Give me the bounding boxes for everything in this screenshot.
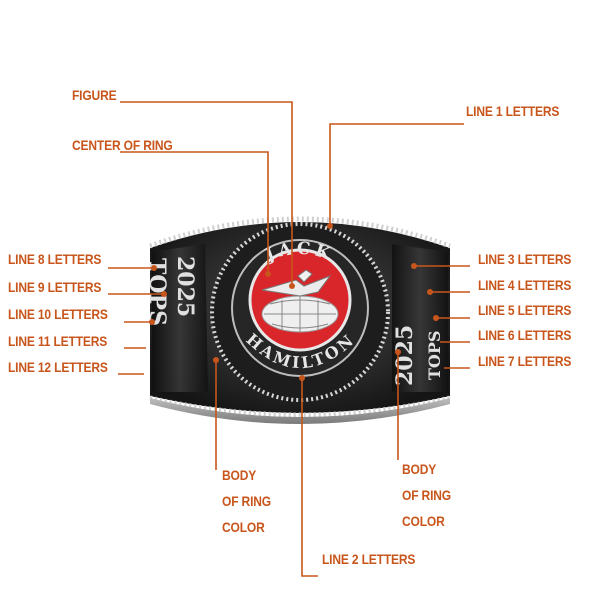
label-body-right-line-3: COLOR <box>402 513 445 529</box>
label-line-11: LINE 11 LETTERS <box>8 333 108 349</box>
label-line-2: LINE 2 LETTERS <box>322 551 416 567</box>
label-line-4: LINE 4 LETTERS <box>478 277 572 293</box>
right-panel <box>392 244 448 392</box>
ring-base <box>150 398 450 424</box>
ring-left-year: 2025 <box>172 256 198 317</box>
label-line-1: LINE 1 LETTERS <box>466 103 560 119</box>
label-body-color-right: BODY OF RING COLOR <box>402 456 451 534</box>
leader-lines <box>108 101 470 577</box>
label-body-right-line-2: OF RING <box>402 487 451 503</box>
label-line-6: LINE 6 LETTERS <box>478 327 572 343</box>
label-body-left-line-2: OF RING <box>222 493 271 509</box>
label-line-12: LINE 12 LETTERS <box>8 359 108 375</box>
label-body-left-line-1: BODY <box>222 467 257 483</box>
label-line-8: LINE 8 LETTERS <box>8 251 102 267</box>
leader-line1 <box>329 123 464 226</box>
ring-right-year: 2025 <box>392 325 418 386</box>
bottom-bead-border <box>149 395 451 418</box>
leader-figure <box>120 101 293 286</box>
label-line-3: LINE 3 LETTERS <box>478 251 572 267</box>
label-center-of-ring: CENTER OF RING <box>72 137 173 153</box>
label-line-5: LINE 5 LETTERS <box>478 302 572 318</box>
label-figure: FIGURE <box>72 87 117 103</box>
top-bead-border <box>149 216 451 249</box>
label-body-color-left: BODY OF RING COLOR <box>222 462 271 540</box>
leader-center <box>120 151 269 274</box>
label-body-right-line-1: BODY <box>402 461 437 477</box>
left-panel <box>152 244 208 392</box>
label-line-9: LINE 9 LETTERS <box>8 279 102 295</box>
leader-line2 <box>301 378 318 577</box>
label-line-7: LINE 7 LETTERS <box>478 353 572 369</box>
ring-right-word: TOPS <box>425 331 444 380</box>
leader-dots <box>149 223 439 381</box>
label-line-10: LINE 10 LETTERS <box>8 306 108 322</box>
label-body-left-line-3: COLOR <box>222 519 265 535</box>
figure-emblem <box>261 269 339 333</box>
